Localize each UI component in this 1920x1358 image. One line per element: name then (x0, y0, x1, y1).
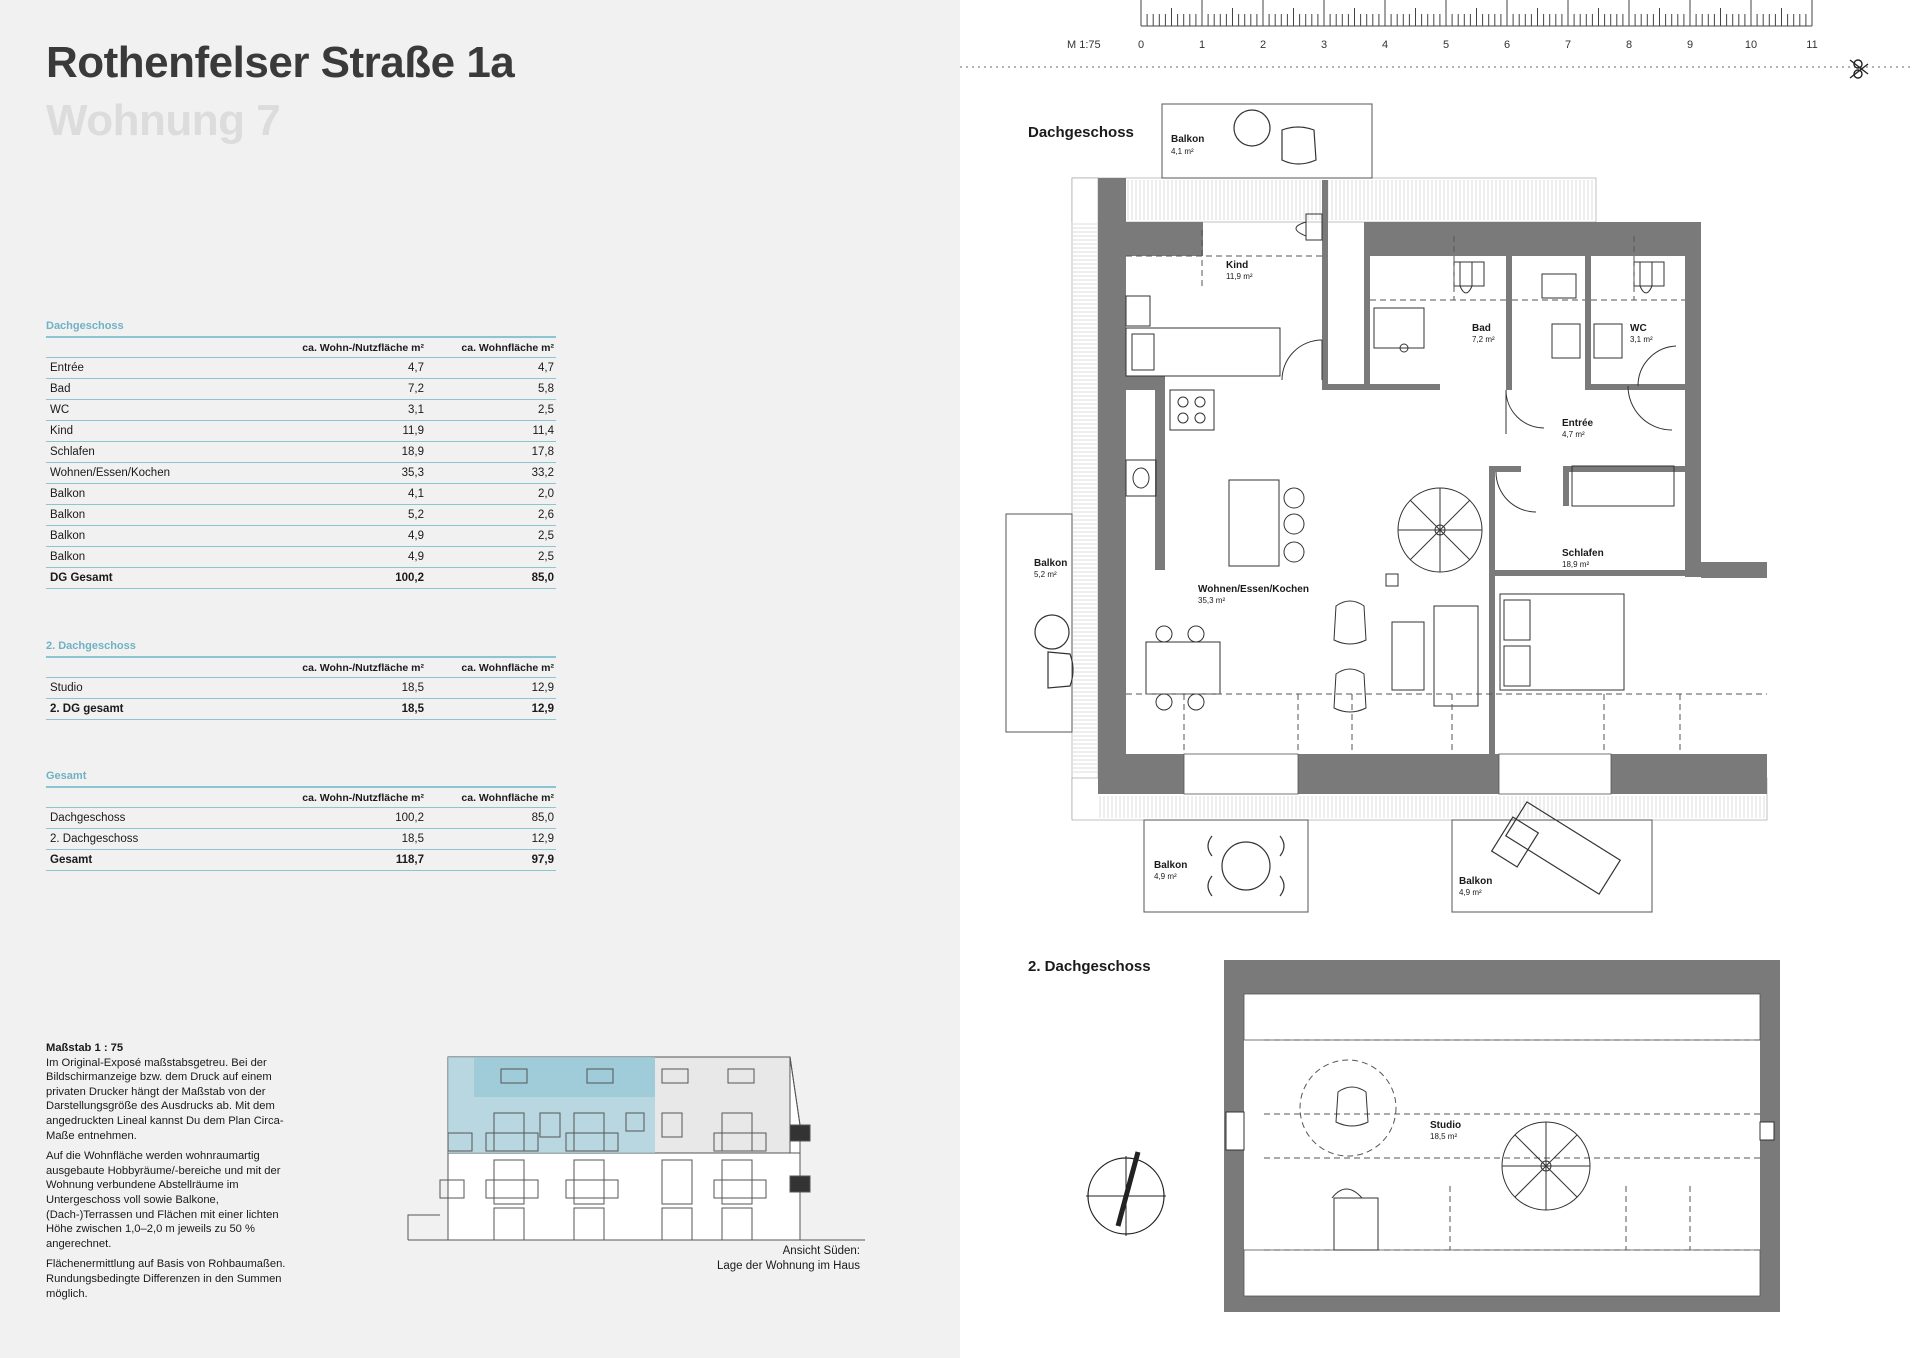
elevation-caption-line: Ansicht Süden: (782, 1245, 860, 1257)
room-label-kind: Kind (1226, 260, 1248, 271)
column-header: ca. Wohnfläche m² (461, 341, 554, 354)
column-header: ca. Wohn-/Nutzfläche m² (302, 341, 424, 354)
room-area-balkon-top: 4,1 m² (1171, 147, 1194, 156)
elevation-caption: Ansicht Süden: Lage der Wohnung im Haus (640, 1244, 860, 1274)
page-title: Rothenfelser Straße 1a (46, 38, 515, 87)
ruler-tick-label: 10 (1745, 39, 1757, 51)
table-header: ca. Wohn-/Nutzfläche m² ca. Wohnfläche m… (46, 788, 556, 808)
ruler-tick-label: 5 (1443, 39, 1449, 51)
room-label-balkon-left: Balkon (1034, 558, 1067, 569)
column-header: ca. Wohn-/Nutzfläche m² (302, 661, 424, 674)
room-area-balkon-br: 4,9 m² (1459, 888, 1482, 897)
ruler-tick-label: 9 (1687, 39, 1693, 51)
ruler-tick-label: 0 (1138, 39, 1144, 51)
room-label-bad: Bad (1472, 323, 1491, 334)
ruler-tick-label: 4 (1382, 39, 1388, 51)
page-subtitle: Wohnung 7 (46, 96, 281, 145)
right-panel: 0 1 2 3 4 5 6 7 8 9 10 11 M 1:75 (960, 0, 1920, 1358)
table-dachgeschoss: Dachgeschoss ca. Wohn-/Nutzfläche m² ca.… (46, 320, 556, 589)
column-header: ca. Wohnfläche m² (461, 791, 554, 804)
column-header: ca. Wohn-/Nutzfläche m² (302, 791, 424, 804)
note-title: Maßstab 1 : 75 (46, 1042, 124, 1054)
room-area-studio: 18,5 m² (1430, 1132, 1457, 1141)
left-panel: Rothenfelser Straße 1a Wohnung 7 Dachges… (0, 0, 960, 1358)
floor-plan-drawing: 0 1 2 3 4 5 6 7 8 9 10 11 M 1:75 (960, 0, 1910, 1312)
column-header: ca. Wohnfläche m² (461, 661, 554, 674)
room-label-balkon-bl: Balkon (1154, 860, 1187, 871)
room-area-kind: 11,9 m² (1226, 272, 1253, 281)
room-label-wohnen: Wohnen/Essen/Kochen (1198, 584, 1309, 595)
ruler-scale-label: M 1:75 (1067, 39, 1101, 51)
table-2-dachgeschoss: 2. Dachgeschoss ca. Wohn-/Nutzfläche m² … (46, 640, 556, 720)
table-header: ca. Wohn-/Nutzfläche m² ca. Wohnfläche m… (46, 338, 556, 358)
room-area-schlafen: 18,9 m² (1562, 560, 1589, 569)
table-section-title: 2. Dachgeschoss (46, 640, 556, 658)
north-arrow-icon (1086, 1151, 1166, 1236)
table-section-title: Gesamt (46, 770, 556, 788)
note-paragraph: Im Original-Exposé maßstabsgetreu. Bei d… (46, 1056, 284, 1142)
ruler-tick-label: 6 (1504, 39, 1510, 51)
room-area-bad: 7,2 m² (1472, 335, 1495, 344)
room-label-balkon-top: Balkon (1171, 134, 1204, 145)
room-area-wohnen: 35,3 m² (1198, 596, 1225, 605)
table-header: ca. Wohn-/Nutzfläche m² ca. Wohnfläche m… (46, 658, 556, 678)
ruler-tick-label: 1 (1199, 39, 1205, 51)
scale-note: Maßstab 1 : 75 Im Original-Exposé maßsta… (46, 1041, 296, 1307)
floor-label-dachgeschoss: Dachgeschoss (1028, 124, 1134, 141)
table-gesamt: Gesamt ca. Wohn-/Nutzfläche m² ca. Wohnf… (46, 770, 556, 871)
scissors-icon (1849, 59, 1869, 79)
ruler-tick-label: 3 (1321, 39, 1327, 51)
ruler-tick-label: 2 (1260, 39, 1266, 51)
note-paragraph: Auf die Wohnfläche werden wohnraumartig … (46, 1150, 281, 1250)
room-area-balkon-bl: 4,9 m² (1154, 872, 1177, 881)
room-area-wc: 3,1 m² (1630, 335, 1653, 344)
table-section-title: Dachgeschoss (46, 320, 556, 338)
room-label-studio: Studio (1430, 1120, 1461, 1131)
room-label-wc: WC (1630, 323, 1647, 334)
floor-label-2-dachgeschoss: 2. Dachgeschoss (1028, 958, 1151, 975)
ruler-tick-label: 7 (1565, 39, 1571, 51)
ruler-tick-label: 8 (1626, 39, 1632, 51)
room-label-entree: Entrée (1562, 418, 1594, 429)
room-area-balkon-left: 5,2 m² (1034, 570, 1057, 579)
ruler-tick-label: 11 (1806, 39, 1817, 51)
room-area-entree: 4,7 m² (1562, 430, 1585, 439)
room-label-schlafen: Schlafen (1562, 548, 1604, 559)
room-label-balkon-br: Balkon (1459, 876, 1492, 887)
note-paragraph: Flächenermittlung auf Basis von Rohbauma… (46, 1258, 286, 1300)
elevation-caption-line: Lage der Wohnung im Haus (717, 1260, 860, 1272)
